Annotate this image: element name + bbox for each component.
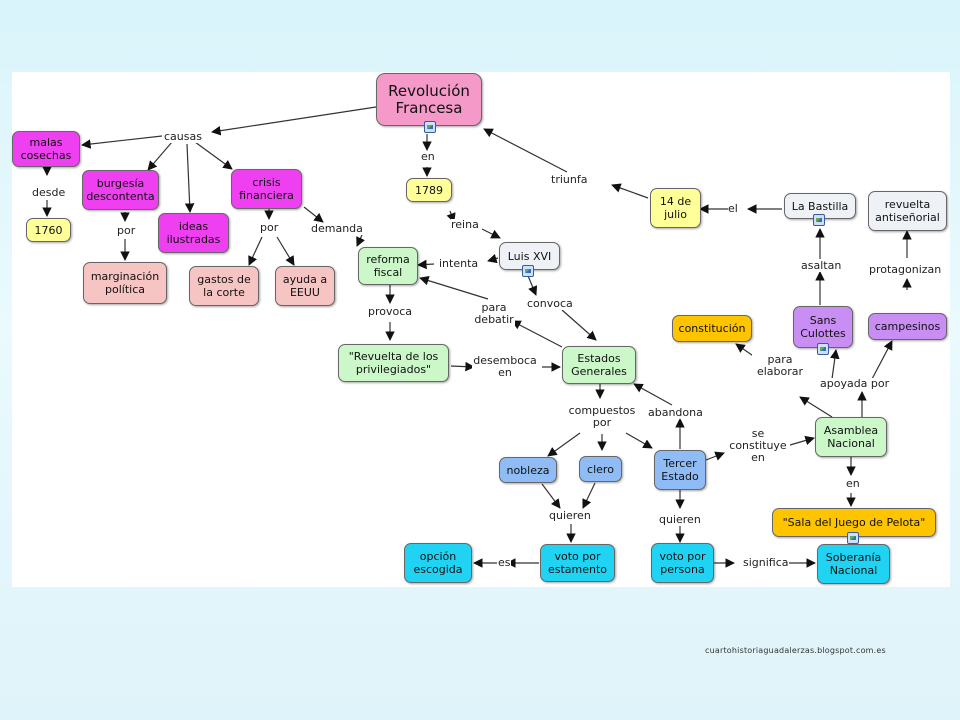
link-por: por (117, 224, 136, 237)
concept-1760[interactable]: 1760 (26, 218, 71, 242)
concept-opcion-escogida[interactable]: opción escogida (404, 543, 472, 583)
concept-1789[interactable]: 1789 (406, 178, 452, 202)
image-resource-icon[interactable] (847, 532, 859, 544)
link-protagonizan: protagonizan (869, 263, 942, 276)
concept-reforma-fiscal[interactable]: reforma fiscal (358, 247, 418, 285)
link-en: en (846, 477, 860, 490)
concept-sans-culottes[interactable]: Sans Culottes (793, 306, 853, 348)
image-resource-icon[interactable] (522, 265, 534, 277)
concept-soberania-nacional[interactable]: Soberanía Nacional (817, 544, 890, 584)
link-quieren: quieren (549, 509, 591, 522)
link-el: el (728, 202, 738, 215)
link-es: es (498, 556, 511, 569)
link-se-constituye-en: se constituye en (726, 428, 790, 464)
concept-crisis-financiera[interactable]: crisis financiera (231, 169, 302, 209)
concept-revuelta-de-los-privilegiados[interactable]: "Revuelta de los privilegiados" (338, 344, 449, 382)
link-significa: significa (743, 556, 789, 569)
concept-campesinos[interactable]: campesinos (868, 313, 947, 340)
source-url: cuartohistoriaguadalerzas.blogspot.com.e… (705, 646, 886, 655)
link-para-debatir: para debatir (473, 301, 515, 326)
concept-14-de-julio[interactable]: 14 de julio (650, 188, 701, 228)
concept-constitucion[interactable]: constitución (672, 315, 752, 342)
concept-asamblea-nacional[interactable]: Asamblea Nacional (815, 417, 887, 457)
link-causas: causas (164, 130, 202, 143)
concept-gastos-de-la-corte[interactable]: gastos de la corte (189, 266, 259, 306)
concept-revolucion-francesa[interactable]: Revolución Francesa (376, 73, 482, 126)
concept-voto-por-estamento[interactable]: voto por estamento (540, 544, 615, 582)
concept-tercer-estado[interactable]: Tercer Estado (654, 450, 706, 490)
concept-burguesia-descontenta[interactable]: burgesía descontenta (82, 170, 159, 210)
concept-map: Revolución Francesa malas cosechas 1760 … (12, 72, 950, 587)
image-resource-icon[interactable] (817, 343, 829, 355)
link-reina: reina (451, 218, 479, 231)
concept-la-bastilla[interactable]: La Bastilla (784, 193, 856, 219)
link-triunfa: triunfa (551, 173, 588, 186)
link-provoca: provoca (368, 305, 413, 318)
concept-malas-cosechas[interactable]: malas cosechas (12, 131, 80, 167)
concept-ayuda-a-eeuu[interactable]: ayuda a EEUU (275, 266, 335, 306)
concept-estados-generales[interactable]: Estados Generales (562, 346, 636, 384)
link-desemboca-en: desemboca en (472, 354, 538, 379)
image-resource-icon[interactable] (424, 121, 436, 133)
concept-nobleza[interactable]: nobleza (499, 457, 557, 483)
link-abandona: abandona (648, 406, 703, 419)
link-en: en (421, 150, 435, 163)
link-quieren: quieren (659, 513, 701, 526)
concept-clero[interactable]: clero (579, 456, 622, 482)
concept-map-connectors (42, 106, 912, 568)
link-apoyada-por: apoyada por (820, 377, 890, 390)
concept-voto-por-persona[interactable]: voto por persona (651, 543, 714, 583)
link-desde: desde (32, 186, 66, 199)
concept-ideas-ilustradas[interactable]: ideas ilustradas (158, 213, 229, 253)
link-para-elaborar: para elaborar (752, 354, 808, 378)
link-demanda: demanda (311, 222, 363, 235)
link-por: por (260, 221, 279, 234)
concept-marginacion-politica[interactable]: marginación política (83, 262, 167, 304)
link-asaltan: asaltan (801, 259, 842, 272)
concept-revuelta-antisenorial[interactable]: revuelta antiseñorial (868, 191, 947, 231)
link-intenta: intenta (439, 257, 479, 270)
link-convoca: convoca (527, 297, 573, 310)
image-resource-icon[interactable] (813, 214, 825, 226)
link-compuestos-por: compuestos por (564, 405, 640, 429)
